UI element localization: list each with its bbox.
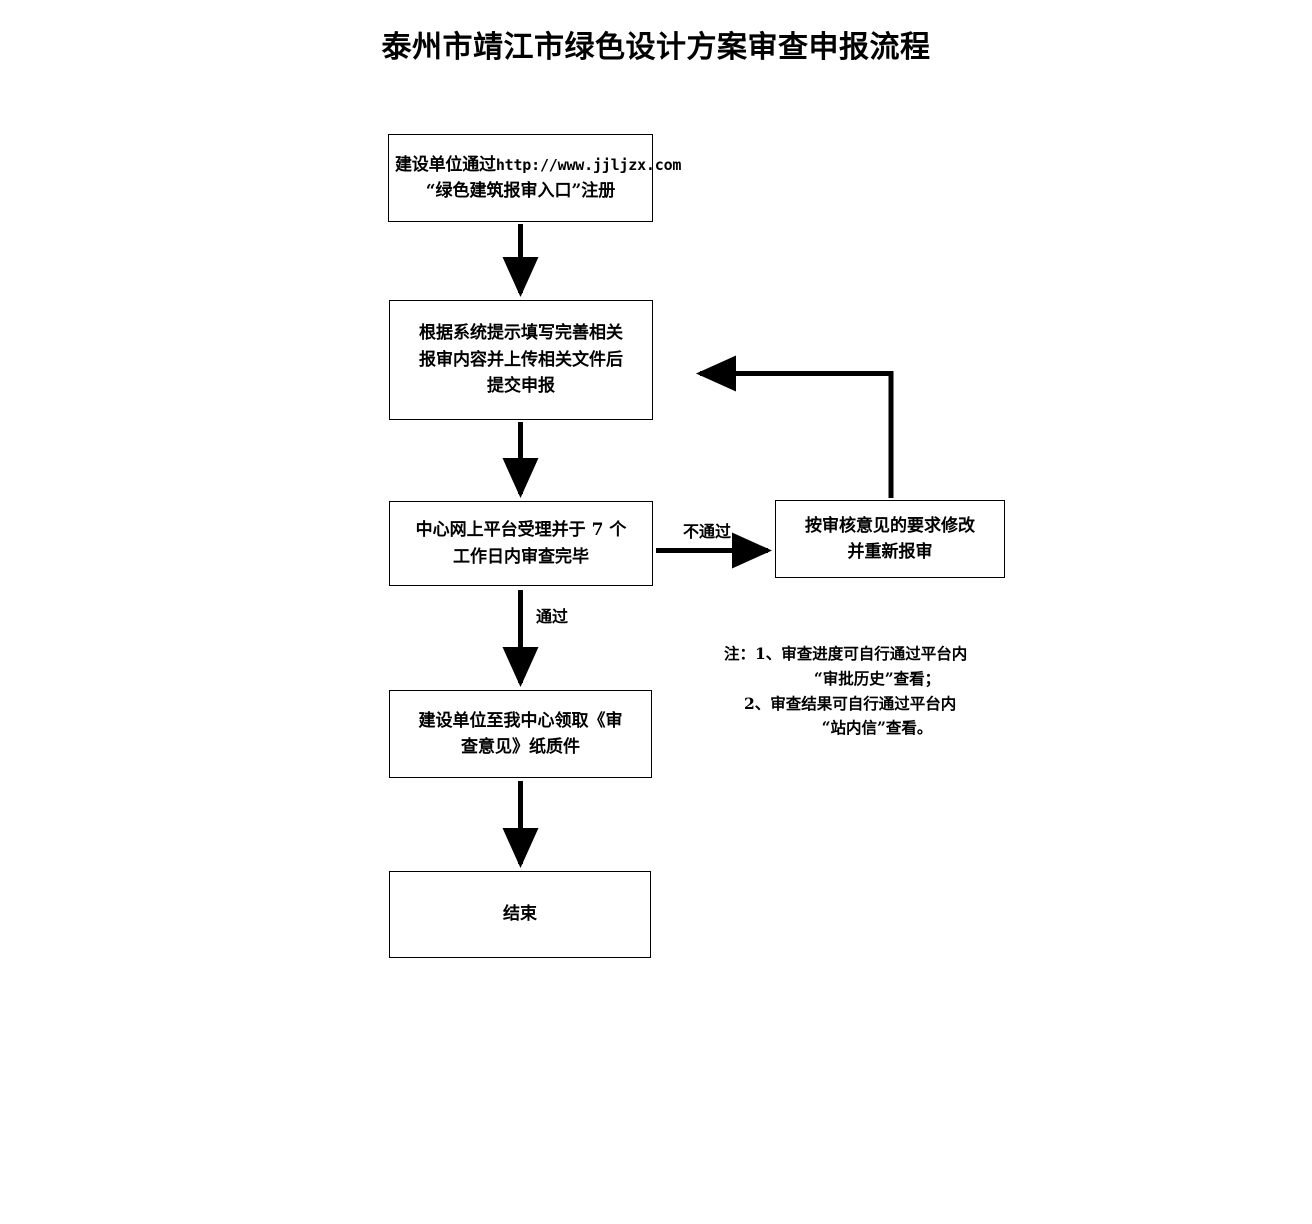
node-fill-line-1: 根据系统提示填写完善相关 — [419, 323, 623, 344]
node-end: 结束 — [389, 871, 651, 958]
node-collect-line-2: 查意见》纸质件 — [461, 737, 580, 757]
note-line-4: “站内信”查看。 — [821, 718, 933, 738]
node-review-line-1: 中心网上平台受理并于 7 个 — [415, 520, 627, 541]
node-register: 建设单位通过http://www.jjljzx.com “绿色建筑报审入口”注册 — [388, 134, 682, 222]
node-collect-opinion: 建设单位至我中心领取《审 查意见》纸质件 — [389, 690, 652, 778]
node-revise-line-1: 按审核意见的要求修改 — [805, 515, 975, 536]
node-fill-application: 根据系统提示填写完善相关 报审内容并上传相关文件后 提交申报 — [389, 300, 653, 420]
arrow-revise-feedback-loop — [695, 355, 894, 498]
node-register-line-2: “绿色建筑报审入口”注册 — [425, 181, 616, 201]
node-review-line-2: 工作日内审查完毕 — [453, 546, 589, 567]
node-fill-line-3: 提交申报 — [487, 376, 555, 397]
node-end-line-1: 结束 — [503, 904, 537, 925]
node-register-url: http://www.jjljzx.com — [495, 155, 682, 174]
node-revise-line-2: 并重新报审 — [847, 542, 933, 562]
note-line-3: 2、审查结果可自行通过平台内 — [744, 693, 957, 713]
edge-label-pass: 通过 — [536, 607, 569, 626]
node-platform-review: 中心网上平台受理并于 7 个 工作日内审查完毕 — [389, 501, 653, 586]
notes-block: 注：1、审查进度可自行通过平台内 “审批历史”查看； 2、审查结果可自行通过平台… — [712, 642, 1042, 741]
node-register-line-1: 建设单位通过http://www.jjljzx.com — [395, 154, 682, 175]
note-line-2: “审批历史”查看； — [813, 668, 941, 688]
node-revise-resubmit: 按审核意见的要求修改 并重新报审 — [775, 500, 1005, 578]
note-line-1: 注：1、审查进度可自行通过平台内 — [724, 644, 968, 663]
edge-label-fail: 不通过 — [683, 522, 732, 541]
page-title: 泰州市靖江市绿色设计方案审查申报流程 — [381, 30, 931, 65]
node-fill-line-2: 报审内容并上传相关文件后 — [419, 349, 623, 370]
node-collect-line-1: 建设单位至我中心领取《审 — [418, 710, 623, 731]
